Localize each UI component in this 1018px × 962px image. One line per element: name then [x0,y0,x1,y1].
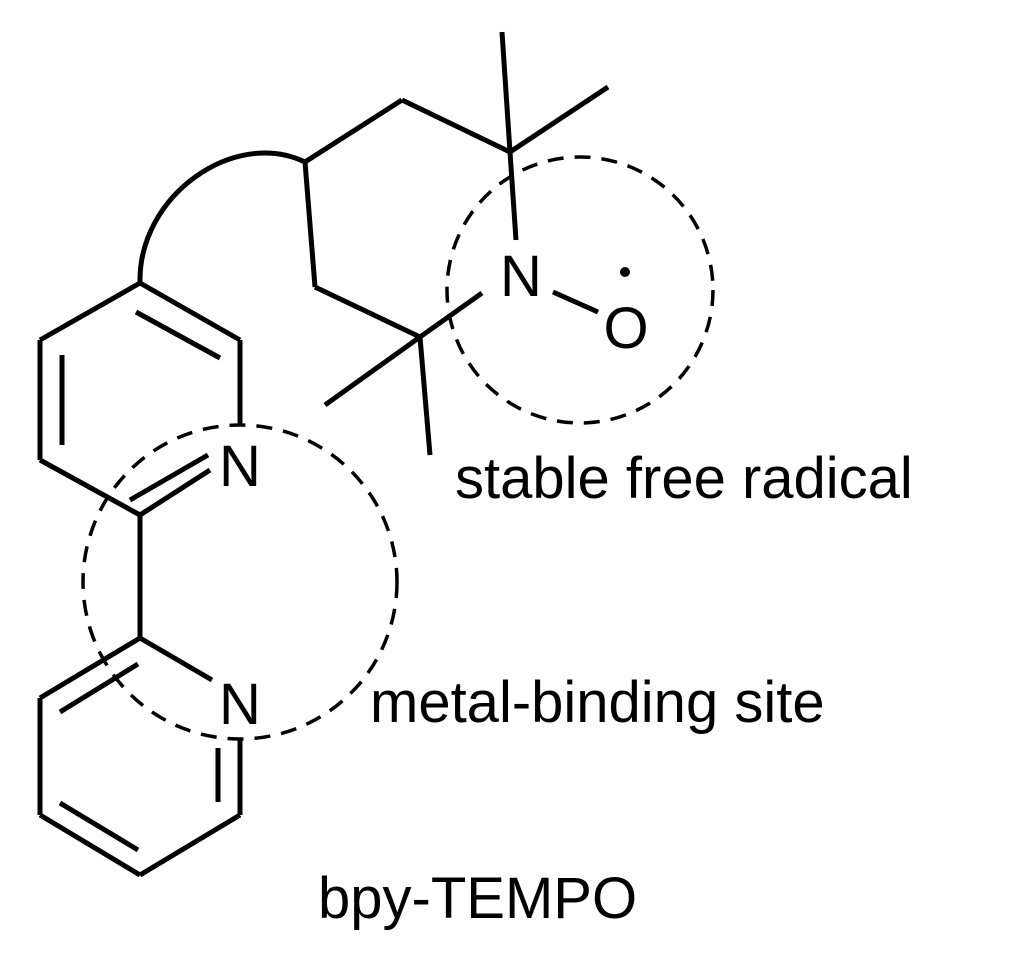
upper-pyridine-ring [37,280,243,518]
atom-o-nitroxide: O [603,296,648,361]
lower-pyridine-ring [37,635,243,878]
radical-site-circle [445,155,715,425]
binding-site-circle [81,423,399,741]
atom-n-pyridine-lower: N [219,672,261,737]
radical-dot [620,267,630,277]
n-o-bond [551,289,600,315]
linker-bond [137,150,307,284]
methyl-groups [323,31,610,456]
molecule-name: bpy-TEMPO [318,866,637,931]
binding-site-label: metal-binding site [370,670,825,735]
atom-n-nitroxide: N [500,244,542,309]
atom-n-pyridine-upper: N [219,434,261,499]
tempo-ring [302,97,519,340]
radical-site-label: stable free radical [455,446,913,511]
